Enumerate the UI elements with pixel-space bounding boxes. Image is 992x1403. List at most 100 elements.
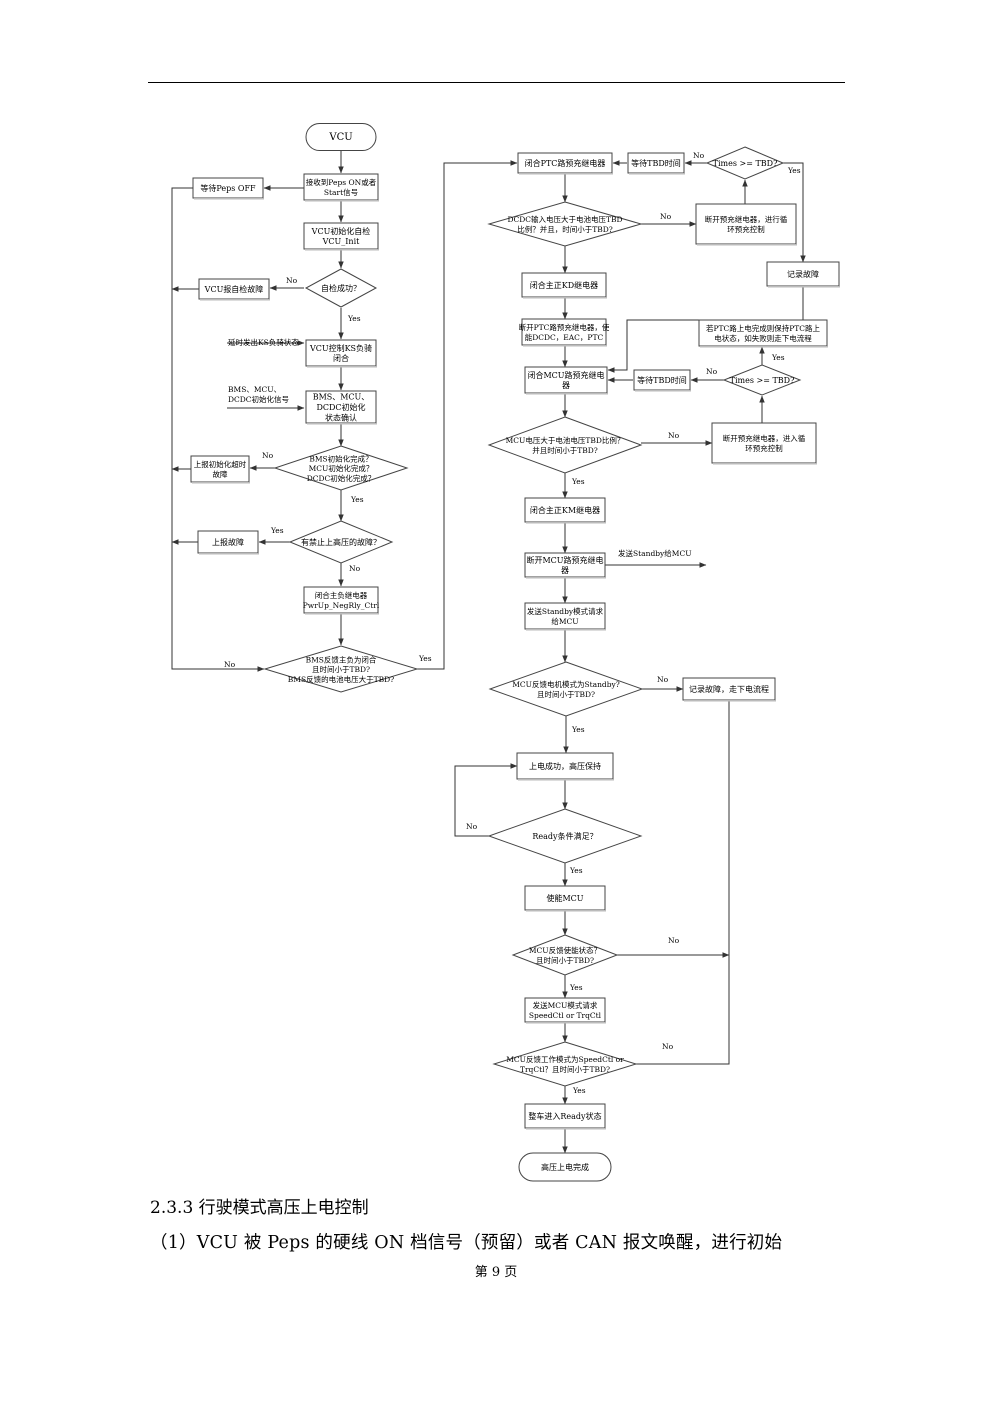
node-hv-done: 高压上电完成 — [518, 1152, 612, 1182]
edge-label: No — [262, 451, 274, 460]
edge-label: Yes — [571, 477, 585, 486]
node-times1: Times >= TBD? — [705, 146, 785, 180]
node-enable-mcu: 使能MCU — [524, 885, 606, 912]
node-self-check: 自检成功？ — [304, 268, 378, 308]
node-mcu-volt: MCU电压大于电池电压TBD比例？并且时间小于TBD? — [487, 416, 643, 474]
node-times2: Times >= TBD? — [722, 364, 802, 396]
node-label: 若PTC路上电完成则保持PTC路上电状态，如失败则走下电流程 — [706, 323, 821, 343]
node-label: Times >= TBD? — [730, 376, 795, 385]
page-number: 第 9 页 — [474, 1265, 518, 1280]
node-label: 闭合MCU路预充继电器 — [527, 369, 604, 389]
node-label: 上报初始化超时故障 — [194, 459, 247, 479]
node-label: VCU报自检故障 — [204, 284, 264, 294]
node-report-fault: 上报故障 — [197, 530, 259, 555]
edge-label: No — [349, 564, 361, 573]
node-ready-cond: Ready条件满足？ — [487, 808, 643, 864]
node-label: MCU反馈电机模式为Standby?且时间小于TBD? — [512, 679, 620, 699]
connector-arrow — [171, 187, 265, 672]
node-label: 断开MCU路预充继电器 — [526, 554, 603, 574]
node-ptc-open: 断开PTC路预充继电器，使能DCDC，EAC，PTC — [519, 318, 610, 347]
node-label: 整车进入Ready状态 — [528, 1111, 601, 1121]
node-hv-keep: 上电成功，高压保持 — [516, 752, 614, 781]
edge-label: No — [466, 822, 478, 831]
node-label: 上电成功，高压保持 — [529, 761, 601, 771]
edge-label: 发送Standby给MCU — [618, 548, 692, 558]
node-label: 闭合主正KM继电器 — [530, 505, 600, 515]
edge-label: No — [693, 151, 705, 160]
edge-label: No — [706, 367, 718, 376]
edge-label: Yes — [418, 654, 432, 663]
node-label: 断开预充继电器，进行循环预充控制 — [705, 214, 788, 234]
connector-arrow — [636, 686, 776, 1065]
node-wait-off: 等待Peps OFF — [192, 177, 264, 200]
node-forbid: 有禁止上高压的故障？ — [288, 520, 394, 564]
node-label: 等待TBD时间 — [631, 158, 681, 168]
node-label: 记录故障，走下电流程 — [689, 684, 769, 694]
edge-label: Yes — [771, 353, 785, 362]
node-report-self: VCU报自检故障 — [198, 278, 270, 301]
edge-label: Yes — [347, 314, 361, 323]
node-bms-feedback: BMS反馈主负为闭合且时间小于TBD?BMS反馈的电池电压大于TBD? — [263, 645, 419, 693]
node-init-confirm: BMS、MCU、DCDC初始化状态确认 — [305, 390, 377, 425]
connector-arrow — [417, 160, 518, 670]
connector-arrow — [607, 286, 804, 373]
edge-label: Yes — [569, 866, 583, 875]
edge-label: No — [662, 1042, 674, 1051]
node-mcu-pre-open: 断开MCU路预充继电器 — [524, 552, 606, 579]
connector-arrow — [783, 162, 806, 263]
node-ready-state: 整车进入Ready状态 — [524, 1103, 606, 1130]
edge-label: DCDC初始化信号 — [228, 394, 289, 404]
edge-label: No — [668, 936, 680, 945]
node-wait-tbd2: 等待TBD时间 — [633, 369, 691, 392]
node-wait-tbd1: 等待TBD时间 — [627, 152, 685, 175]
node-vcu: VCU — [305, 123, 377, 151]
edge-label: Yes — [350, 495, 364, 504]
node-label: 有禁止上高压的故障？ — [301, 537, 381, 547]
edge-label: Yes — [787, 166, 801, 175]
node-km-close: 闭合主正KM继电器 — [524, 497, 606, 524]
edge-label: Yes — [572, 1086, 586, 1095]
node-mcu-standby: MCU反馈电机模式为Standby?且时间小于TBD? — [488, 661, 644, 717]
edge-label: 延时发出KS负骑状态 — [228, 337, 299, 347]
connector-arrow — [454, 763, 518, 837]
edge-label: Yes — [569, 983, 583, 992]
node-label: BMS反馈主负为闭合且时间小于TBD?BMS反馈的电池电压大于TBD? — [288, 654, 394, 684]
node-log2: 记录故障，走下电流程 — [682, 677, 776, 702]
edge-label: No — [224, 660, 236, 669]
section-heading: 2.3.3 行驶模式高压上电控制 — [150, 1198, 369, 1218]
node-cycle1: 断开预充继电器，进行循环预充控制 — [695, 203, 797, 246]
node-kd-close: 闭合主正KD继电器 — [521, 272, 607, 299]
edge-label: Yes — [571, 725, 585, 734]
node-log1: 记录故障 — [766, 261, 840, 288]
node-cycle2: 断开预充继电器，进入循环预充控制 — [711, 422, 817, 465]
edge-label: Yes — [270, 526, 284, 535]
node-label: BMS、MCU、DCDC初始化状态确认 — [313, 392, 370, 422]
node-ks-close: VCU控制KS负骑闭合 — [305, 339, 377, 368]
edge-label: No — [286, 276, 298, 285]
node-label: Times >= TBD? — [713, 159, 778, 168]
node-label: 自检成功？ — [321, 283, 361, 293]
edge-label: BMS、MCU、 — [228, 385, 281, 394]
node-label: VCU控制KS负骑闭合 — [309, 342, 372, 362]
node-label: 断开预充继电器，进入循环预充控制 — [723, 433, 806, 453]
node-ptc-keep: 若PTC路上电完成则保持PTC路上电状态，如失败则走下电流程 — [698, 319, 828, 348]
node-label: Ready条件满足？ — [532, 831, 597, 841]
node-label: 发送Standby模式请求给MCU — [527, 606, 604, 626]
node-ptc-pre: 闭合PTC路预充继电器 — [517, 152, 613, 175]
node-mcu-enable-fb: MCU反馈使能状态？且时间小于TBD? — [511, 934, 619, 976]
edge-label: No — [660, 212, 672, 221]
node-label: MCU电压大于电池电压TBD比例？并且时间小于TBD? — [506, 435, 625, 455]
node-label: 闭合主正KD继电器 — [530, 280, 598, 290]
node-report-init: 上报初始化超时故障 — [190, 455, 250, 484]
node-label: VCU — [328, 132, 352, 143]
